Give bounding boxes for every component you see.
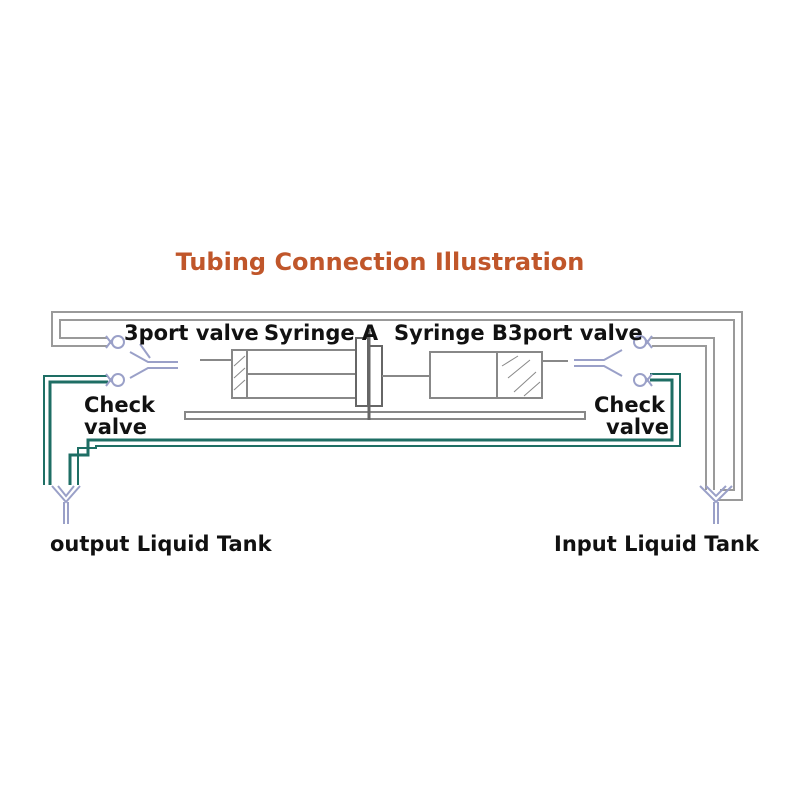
left-check-label: Check [84, 393, 156, 417]
left-3port-valve-label: 3port valve [124, 321, 259, 345]
input-tank-label: Input Liquid Tank [554, 532, 759, 556]
syringe-a [200, 349, 361, 399]
syringe-a-label: Syringe A [264, 321, 379, 345]
left-3port-valve [129, 343, 178, 379]
right-check-label: Check [594, 393, 666, 417]
input-tank-connector [699, 485, 733, 524]
right-3port-valve-label: 3port valve [508, 321, 643, 345]
syringe-b-label: Syringe B [394, 321, 508, 345]
left-check-valves [105, 335, 125, 387]
left-valve-label: valve [84, 415, 147, 439]
output-tank-label: output Liquid Tank [50, 532, 272, 556]
right-valve-label: valve [606, 415, 669, 439]
syringe-b [382, 351, 568, 399]
syringe-plunger [355, 330, 383, 420]
right-3port-valve [574, 349, 623, 377]
right-check-valves [633, 335, 653, 387]
diagram-title: Tubing Connection Illustration [175, 248, 585, 276]
output-tank-connector [51, 485, 81, 524]
green-tube [43, 373, 681, 485]
syringe-rail [184, 411, 586, 420]
top-grey-tube [51, 311, 743, 501]
